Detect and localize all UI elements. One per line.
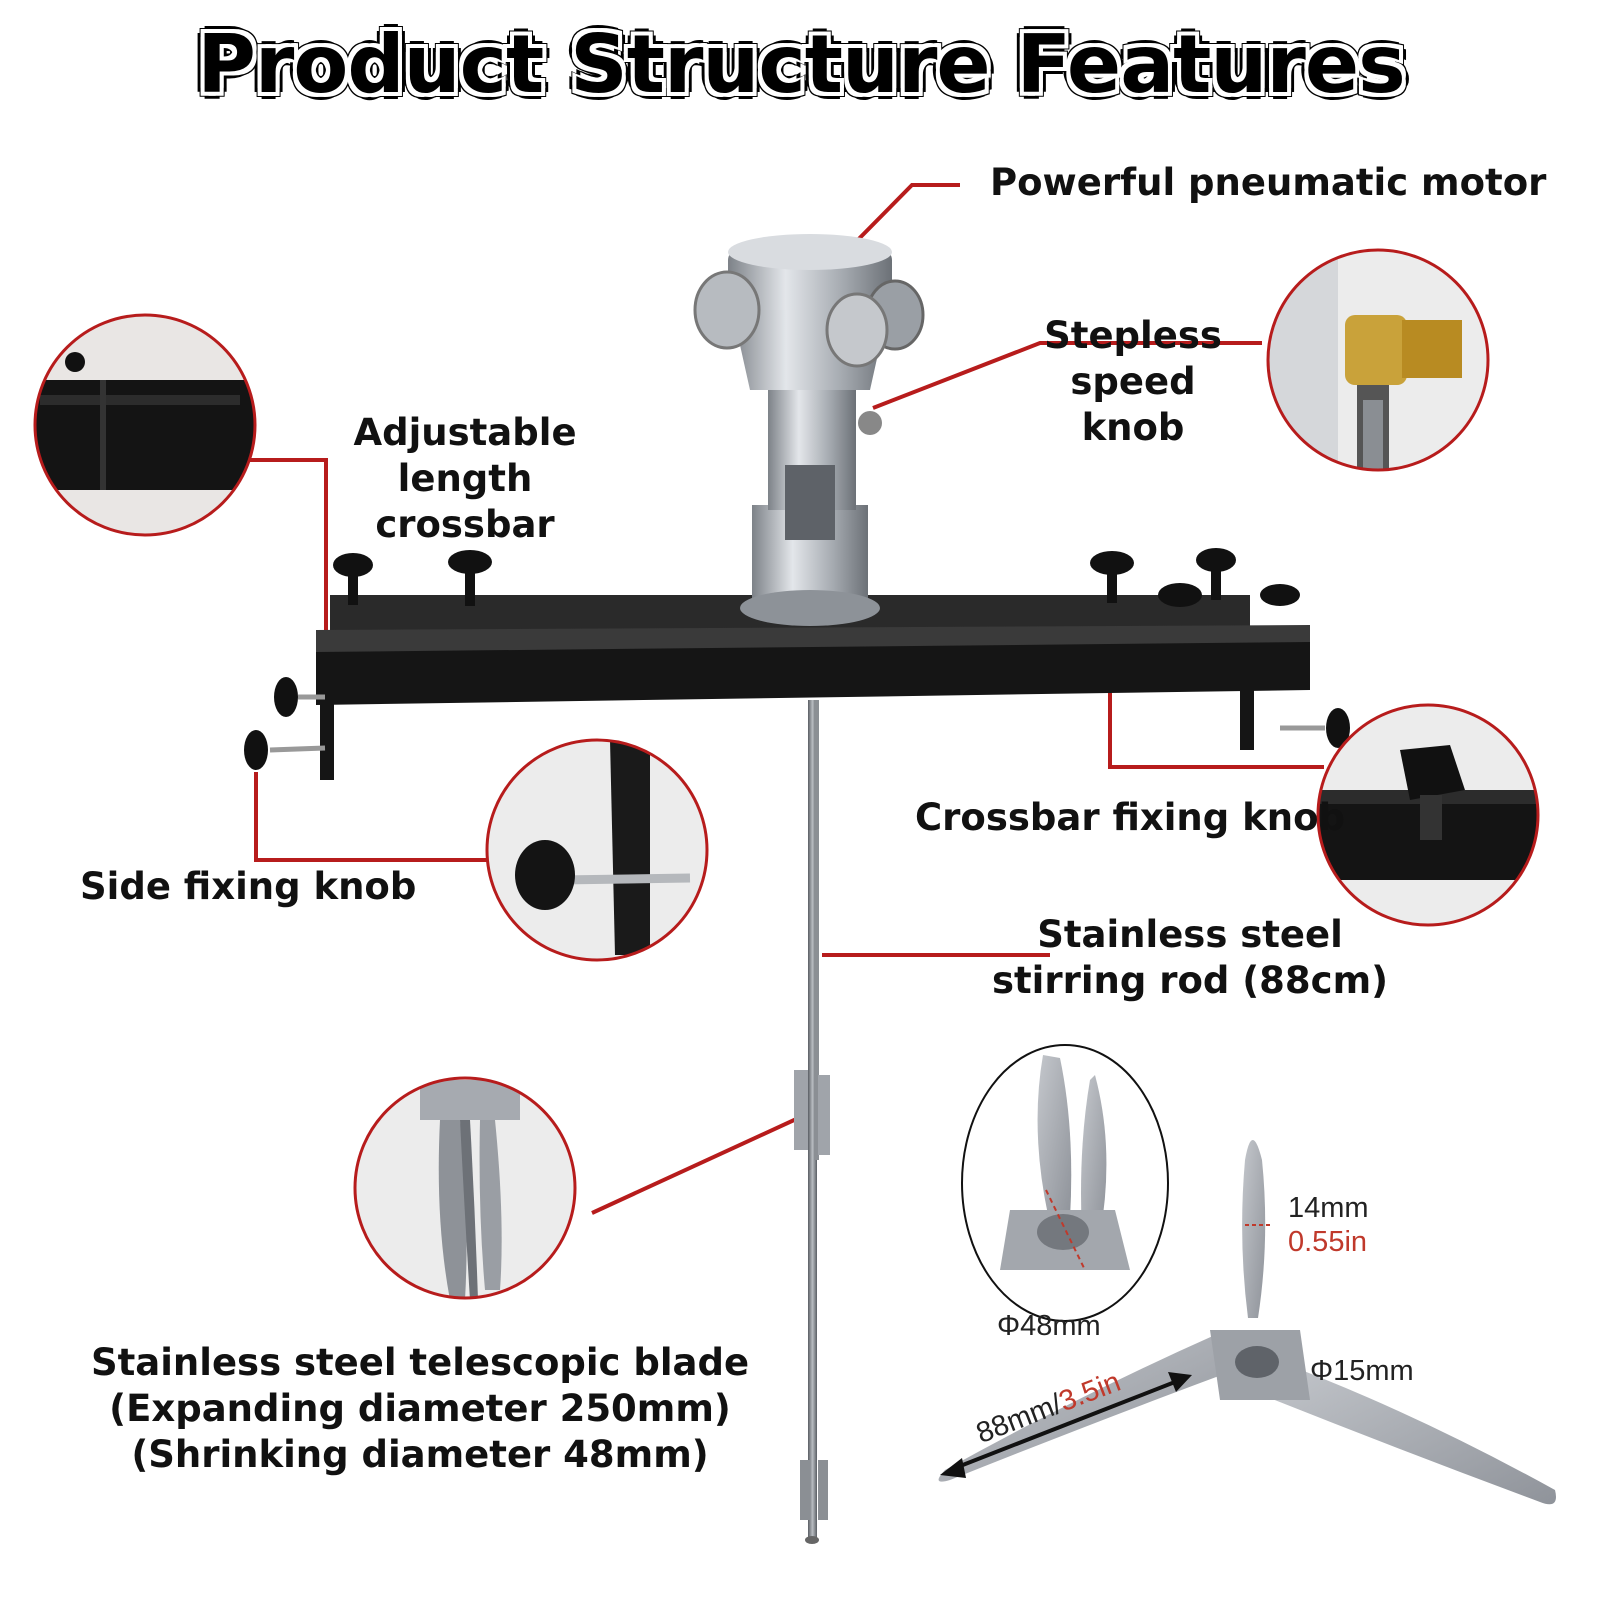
blade-label-line: (Expanding diameter 250mm)	[109, 1387, 731, 1430]
motor-label: Powerful pneumatic motor	[990, 161, 1547, 204]
width-in: 0.55in	[1288, 1226, 1368, 1258]
width-mm: 14mm	[1288, 1192, 1369, 1224]
crossbar-knob	[1196, 548, 1236, 572]
speed-knob-label-line: knob	[1081, 406, 1185, 449]
crossbar-label-line: Adjustable length	[353, 411, 577, 500]
leader-motor	[834, 183, 960, 264]
crossbar-knob	[1090, 551, 1134, 575]
detail-crossbar-knob	[1316, 703, 1540, 927]
rod-label-line: stirring rod (88cm)	[991, 959, 1389, 1002]
leader-blade	[591, 1113, 806, 1215]
leader-speed-knob	[872, 341, 1262, 410]
detail-side-knob	[485, 738, 709, 962]
blade-label-line: (Shrinking diameter 48mm)	[131, 1433, 709, 1476]
side-knob-label: Side fixing knob	[80, 865, 417, 908]
crossbar-front	[316, 640, 1310, 705]
crossbar-knob	[1158, 583, 1202, 607]
crossbar-knob	[333, 553, 373, 577]
crossbar-assembly	[244, 548, 1350, 780]
stirring-rod	[794, 700, 830, 1544]
crossbar-label-line: crossbar	[375, 503, 555, 546]
rod-label-line: Stainless steel	[1037, 913, 1343, 956]
propeller-blade	[938, 1140, 1556, 1505]
blade-label-line: Stainless steel telescopic blade	[90, 1341, 750, 1384]
blade-length-arrow	[949, 1378, 1181, 1472]
shrunk-diameter: Φ48mm	[997, 1310, 1101, 1342]
crossbar-knob-label: Crossbar fixing knob	[915, 796, 1345, 839]
crossbar-knob	[1260, 584, 1300, 606]
leader-side-knob	[254, 772, 487, 862]
blade-label: Stainless steel telescopic blade (Expand…	[90, 1340, 750, 1478]
folded-blade-detail	[961, 1044, 1169, 1322]
detail-speed-knob	[1266, 248, 1490, 472]
detail-crossbar	[33, 313, 257, 537]
crossbar-label: Adjustable length crossbar	[280, 410, 650, 548]
pneumatic-motor	[693, 234, 925, 626]
shaft-diameter: Φ15mm	[1310, 1355, 1414, 1387]
speed-knob-label: Stepless speed knob	[983, 313, 1283, 451]
side-knob	[1326, 708, 1350, 748]
detail-blade	[353, 1076, 577, 1300]
side-knob	[244, 730, 268, 770]
rod-label: Stainless steel stirring rod (88cm)	[990, 912, 1390, 1004]
speed-knob-label-line: Stepless speed	[1044, 314, 1222, 403]
crossbar-knob	[448, 550, 492, 574]
side-knob	[274, 677, 298, 717]
page-title: Product Structure Features	[197, 18, 1405, 111]
leader-crossbar	[246, 458, 328, 635]
